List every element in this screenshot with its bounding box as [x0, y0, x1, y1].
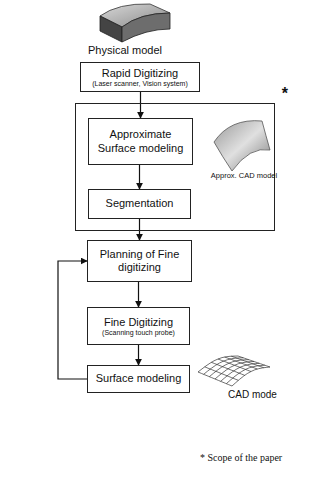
- process-box: Rapid Digitizing(Laser scanner, Vision s…: [80, 62, 200, 92]
- approx-cad-surface: [214, 121, 270, 171]
- box-label: Segmentation: [106, 197, 174, 210]
- flow-arrow: [139, 219, 140, 240]
- box-label: Rapid Digitizing: [102, 67, 178, 80]
- cad-grid-surface: [198, 356, 270, 386]
- box-subtext: (Laser scanner, Vision system): [92, 80, 188, 88]
- figure-caption: CAD mode: [228, 389, 277, 400]
- flow-arrow: [138, 282, 139, 307]
- flow-arrow: [139, 165, 140, 189]
- flow-arrow: [140, 92, 141, 118]
- footnote: * Scope of the paper: [200, 452, 282, 463]
- process-box: Fine Digitizing(Scanning touch probe): [87, 307, 190, 345]
- box-label: Surface modeling: [96, 372, 182, 385]
- figure-caption: Physical model: [88, 44, 162, 56]
- scope-band: *Approximate Surface modelingSegmentatio…: [75, 103, 275, 231]
- box-label: Planning of Fine digitizing: [92, 248, 187, 274]
- grid-line: [238, 356, 270, 367]
- process-box: Segmentation: [88, 189, 191, 219]
- box-subtext: (Scanning touch probe): [102, 329, 175, 337]
- figure-caption: Approx. CAD model: [211, 171, 277, 180]
- process-box: Planning of Fine digitizing: [87, 240, 192, 282]
- flow-arrow: [138, 345, 139, 365]
- physical-model-figure: [100, 4, 170, 42]
- process-box: Surface modeling: [87, 365, 190, 393]
- process-box: Approximate Surface modeling: [88, 118, 193, 165]
- grid-line: [232, 367, 270, 386]
- box-label: Fine Digitizing: [104, 316, 173, 329]
- flow-arrow: [58, 261, 87, 379]
- scope-mark: *: [282, 84, 288, 103]
- box-label: Approximate Surface modeling: [93, 128, 188, 154]
